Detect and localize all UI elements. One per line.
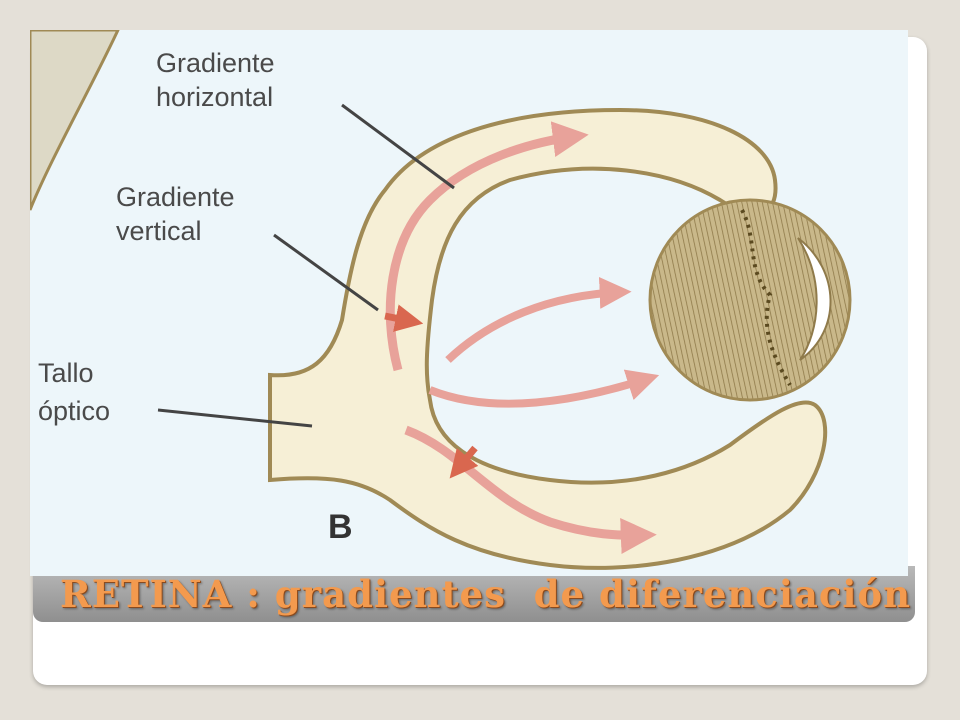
label-vertical-line2: vertical [116,216,202,246]
diagram-figure: Gradiente horizontal Gradiente vertical … [30,30,908,576]
label-horizontal-line1: Gradiente [156,48,275,78]
arrow-to-lens-upper [445,276,632,363]
arrow-lower [404,425,657,554]
leader-stalk [157,408,313,428]
leader-horizontal [341,103,455,190]
leader-vertical [273,233,379,312]
arrow-to-lens-lower [428,369,660,408]
label-horizontal-line2: horizontal [156,82,273,112]
slide-title: RETINA : gradientes de diferenciación [60,572,920,622]
arrow-lower-gradient [449,445,479,479]
panel-letter: B [328,508,353,546]
slide-title-subtitle: : gradientes de diferenciación [232,572,912,616]
optic-cup-diagram: Gradiente horizontal Gradiente vertical … [30,30,852,570]
label-vertical-line1: Gradiente [116,182,235,212]
ectoderm-edge [30,30,120,211]
slide-title-retina: RETINA [60,572,233,616]
label-stalk-line1: Tallo [38,358,94,388]
arrow-vertical-gradient [384,304,424,332]
lens [648,198,852,402]
label-stalk-line2: óptico [38,396,110,426]
